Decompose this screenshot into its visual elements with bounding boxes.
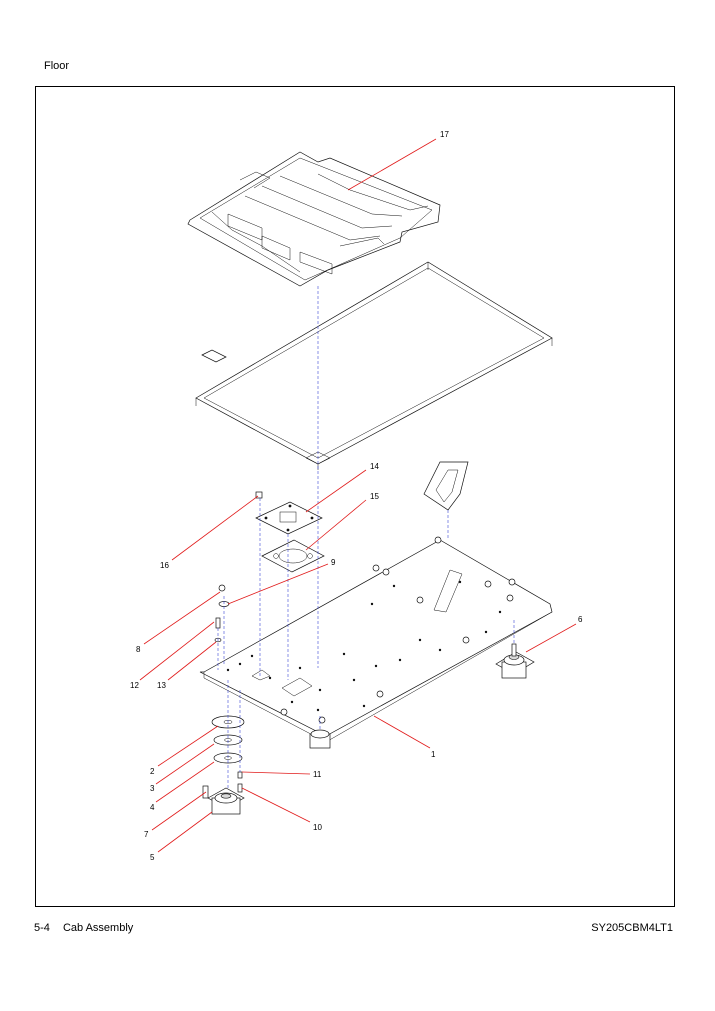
gasket bbox=[261, 539, 325, 573]
footer-section-number: 5-4 bbox=[34, 922, 50, 934]
footer-section-title: Cab Assembly bbox=[62, 922, 134, 934]
cover-plate bbox=[255, 501, 323, 535]
floor-mat bbox=[187, 151, 441, 287]
callout-16: 16 bbox=[160, 561, 169, 570]
callout-2: 2 bbox=[150, 767, 155, 776]
callout-5: 5 bbox=[150, 853, 155, 862]
page-title: Floor bbox=[44, 60, 70, 72]
callout-9: 9 bbox=[331, 558, 336, 567]
callout-6: 6 bbox=[578, 615, 583, 624]
mat-frame bbox=[195, 261, 553, 470]
callout-7: 7 bbox=[144, 830, 149, 839]
callout-3: 3 bbox=[150, 784, 155, 793]
callout-10: 10 bbox=[313, 823, 322, 832]
pedal-bracket bbox=[423, 461, 469, 511]
callout-1: 1 bbox=[431, 750, 436, 759]
floor-plate bbox=[199, 536, 553, 743]
callout-12: 12 bbox=[130, 681, 139, 690]
bolt-16 bbox=[255, 491, 263, 499]
diagram-frame bbox=[35, 86, 675, 907]
callout-13: 13 bbox=[157, 681, 166, 690]
center-lines bbox=[217, 286, 515, 790]
callout-4: 4 bbox=[150, 803, 155, 812]
callout-15: 15 bbox=[370, 492, 379, 501]
mount-left bbox=[202, 771, 245, 815]
callout-14: 14 bbox=[370, 462, 379, 471]
mount-right bbox=[495, 643, 535, 679]
footer-model: SY205CBM4LT1 bbox=[591, 922, 673, 934]
callout-8: 8 bbox=[136, 645, 141, 654]
mount-center bbox=[309, 729, 331, 749]
callout-17: 17 bbox=[440, 130, 449, 139]
leader-lines bbox=[139, 138, 577, 853]
footer-section: 5-4 Cab Assembly bbox=[34, 922, 133, 934]
callout-11: 11 bbox=[313, 770, 322, 779]
callout-numbers: 17 14 15 16 9 8 12 13 6 1 2 3 11 4 7 10 … bbox=[130, 130, 583, 862]
